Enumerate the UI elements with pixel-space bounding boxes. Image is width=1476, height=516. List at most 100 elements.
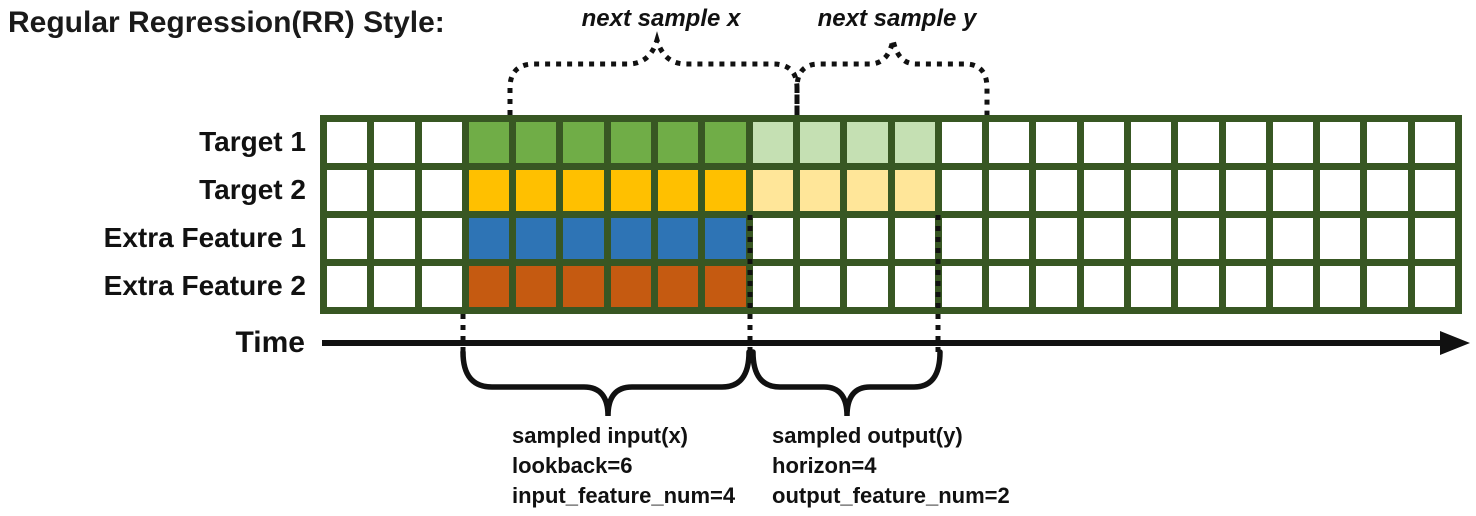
grid-cell xyxy=(516,218,557,259)
grid-cell xyxy=(1036,218,1077,259)
grid-cell xyxy=(468,218,510,259)
grid-cell xyxy=(847,170,888,211)
grid-cell xyxy=(327,266,368,307)
grid-cell xyxy=(658,122,699,163)
grid-cell xyxy=(989,122,1030,163)
grid-cell xyxy=(1320,266,1361,307)
grid-cell xyxy=(1083,218,1124,259)
grid-cell xyxy=(1367,170,1408,211)
grid-cell xyxy=(1320,170,1361,211)
grid-cell xyxy=(1414,218,1455,259)
grid-cell xyxy=(1272,266,1314,307)
grid-cell xyxy=(327,122,368,163)
grid-cell xyxy=(752,266,793,307)
grid-cell xyxy=(327,218,368,259)
grid-cell xyxy=(799,266,841,307)
input-feature-num-value: input_feature_num=4 xyxy=(512,483,736,508)
sampled-output-underbrace xyxy=(750,349,943,417)
grid-cell xyxy=(1320,122,1361,163)
time-series-grid xyxy=(320,115,1462,314)
grid-cell xyxy=(752,218,793,259)
grid-cell xyxy=(847,122,888,163)
grid-cell xyxy=(1036,266,1077,307)
next-sample-y-brace xyxy=(794,39,990,115)
grid-cell xyxy=(752,122,793,163)
grid-cell xyxy=(374,122,415,163)
grid-cell xyxy=(421,122,462,163)
next-sample-x-label: next sample x xyxy=(581,5,741,32)
grid-cell xyxy=(563,122,604,163)
row-label-extra-feature-2: Extra Feature 2 xyxy=(103,270,306,301)
grid-cell xyxy=(374,266,415,307)
grid-cell xyxy=(1367,218,1408,259)
grid-cell xyxy=(1083,170,1124,211)
grid-cell xyxy=(1225,170,1266,211)
grid-cell xyxy=(1272,170,1314,211)
grid-cell xyxy=(1414,266,1455,307)
grid-cell xyxy=(799,170,841,211)
grid-cell xyxy=(421,218,462,259)
grid-cell xyxy=(1178,218,1219,259)
grid-cell xyxy=(1178,170,1219,211)
grid-cell xyxy=(894,218,935,259)
grid-cell xyxy=(468,266,510,307)
grid-cell xyxy=(941,170,983,211)
grid-cell xyxy=(941,122,983,163)
grid-cell xyxy=(374,170,415,211)
grid-cell xyxy=(421,170,462,211)
grid-cell xyxy=(421,266,462,307)
grid-cell xyxy=(516,122,557,163)
grid-cell xyxy=(563,218,604,259)
sampled-output-title: sampled output(y) xyxy=(772,423,963,448)
grid-cell xyxy=(1130,218,1172,259)
grid-cell xyxy=(516,266,557,307)
grid-cell xyxy=(705,218,746,259)
grid-cell xyxy=(705,170,746,211)
next-sample-x-brace xyxy=(507,31,800,115)
grid-cell xyxy=(658,218,699,259)
grid-cell xyxy=(327,170,368,211)
grid-cell xyxy=(563,266,604,307)
grid-cell xyxy=(1130,266,1172,307)
grid-cell xyxy=(1225,218,1266,259)
grid-cell xyxy=(1130,122,1172,163)
grid-cell xyxy=(847,218,888,259)
grid-cell xyxy=(894,170,935,211)
grid-cell xyxy=(1414,122,1455,163)
grid-cell xyxy=(1414,170,1455,211)
grid-cell xyxy=(468,122,510,163)
grid-cell xyxy=(989,266,1030,307)
grid-cell xyxy=(799,122,841,163)
sampled-input-title: sampled input(x) xyxy=(512,423,689,448)
grid-cell xyxy=(658,266,699,307)
grid-cell xyxy=(658,170,699,211)
grid-cell xyxy=(1130,170,1172,211)
grid-cell xyxy=(752,170,793,211)
time-axis-label: Time xyxy=(235,326,305,359)
grid-cell xyxy=(1083,122,1124,163)
grid-cell xyxy=(563,170,604,211)
grid-cell xyxy=(1178,266,1219,307)
grid-cell xyxy=(1178,122,1219,163)
grid-cell xyxy=(1367,266,1408,307)
grid-cell xyxy=(799,218,841,259)
row-label-target-1: Target 1 xyxy=(199,126,306,157)
grid-cell xyxy=(1036,122,1077,163)
grid-cell xyxy=(1320,218,1361,259)
grid-cell xyxy=(1272,218,1314,259)
grid-cell xyxy=(374,218,415,259)
sampled-input-underbrace xyxy=(460,349,752,417)
next-sample-y-label: next sample y xyxy=(817,5,977,32)
grid-cell xyxy=(989,218,1030,259)
grid-cell xyxy=(610,170,652,211)
grid-cell xyxy=(1225,266,1266,307)
grid-cell xyxy=(516,170,557,211)
grid-cell xyxy=(705,266,746,307)
grid-cell xyxy=(468,170,510,211)
lookback-value: lookback=6 xyxy=(512,453,633,478)
grid-cell xyxy=(610,122,652,163)
row-label-target-2: Target 2 xyxy=(199,174,306,205)
sampled-output-annotation: sampled output(y) horizon=4 output_featu… xyxy=(772,421,1010,511)
grid-cell xyxy=(989,170,1030,211)
